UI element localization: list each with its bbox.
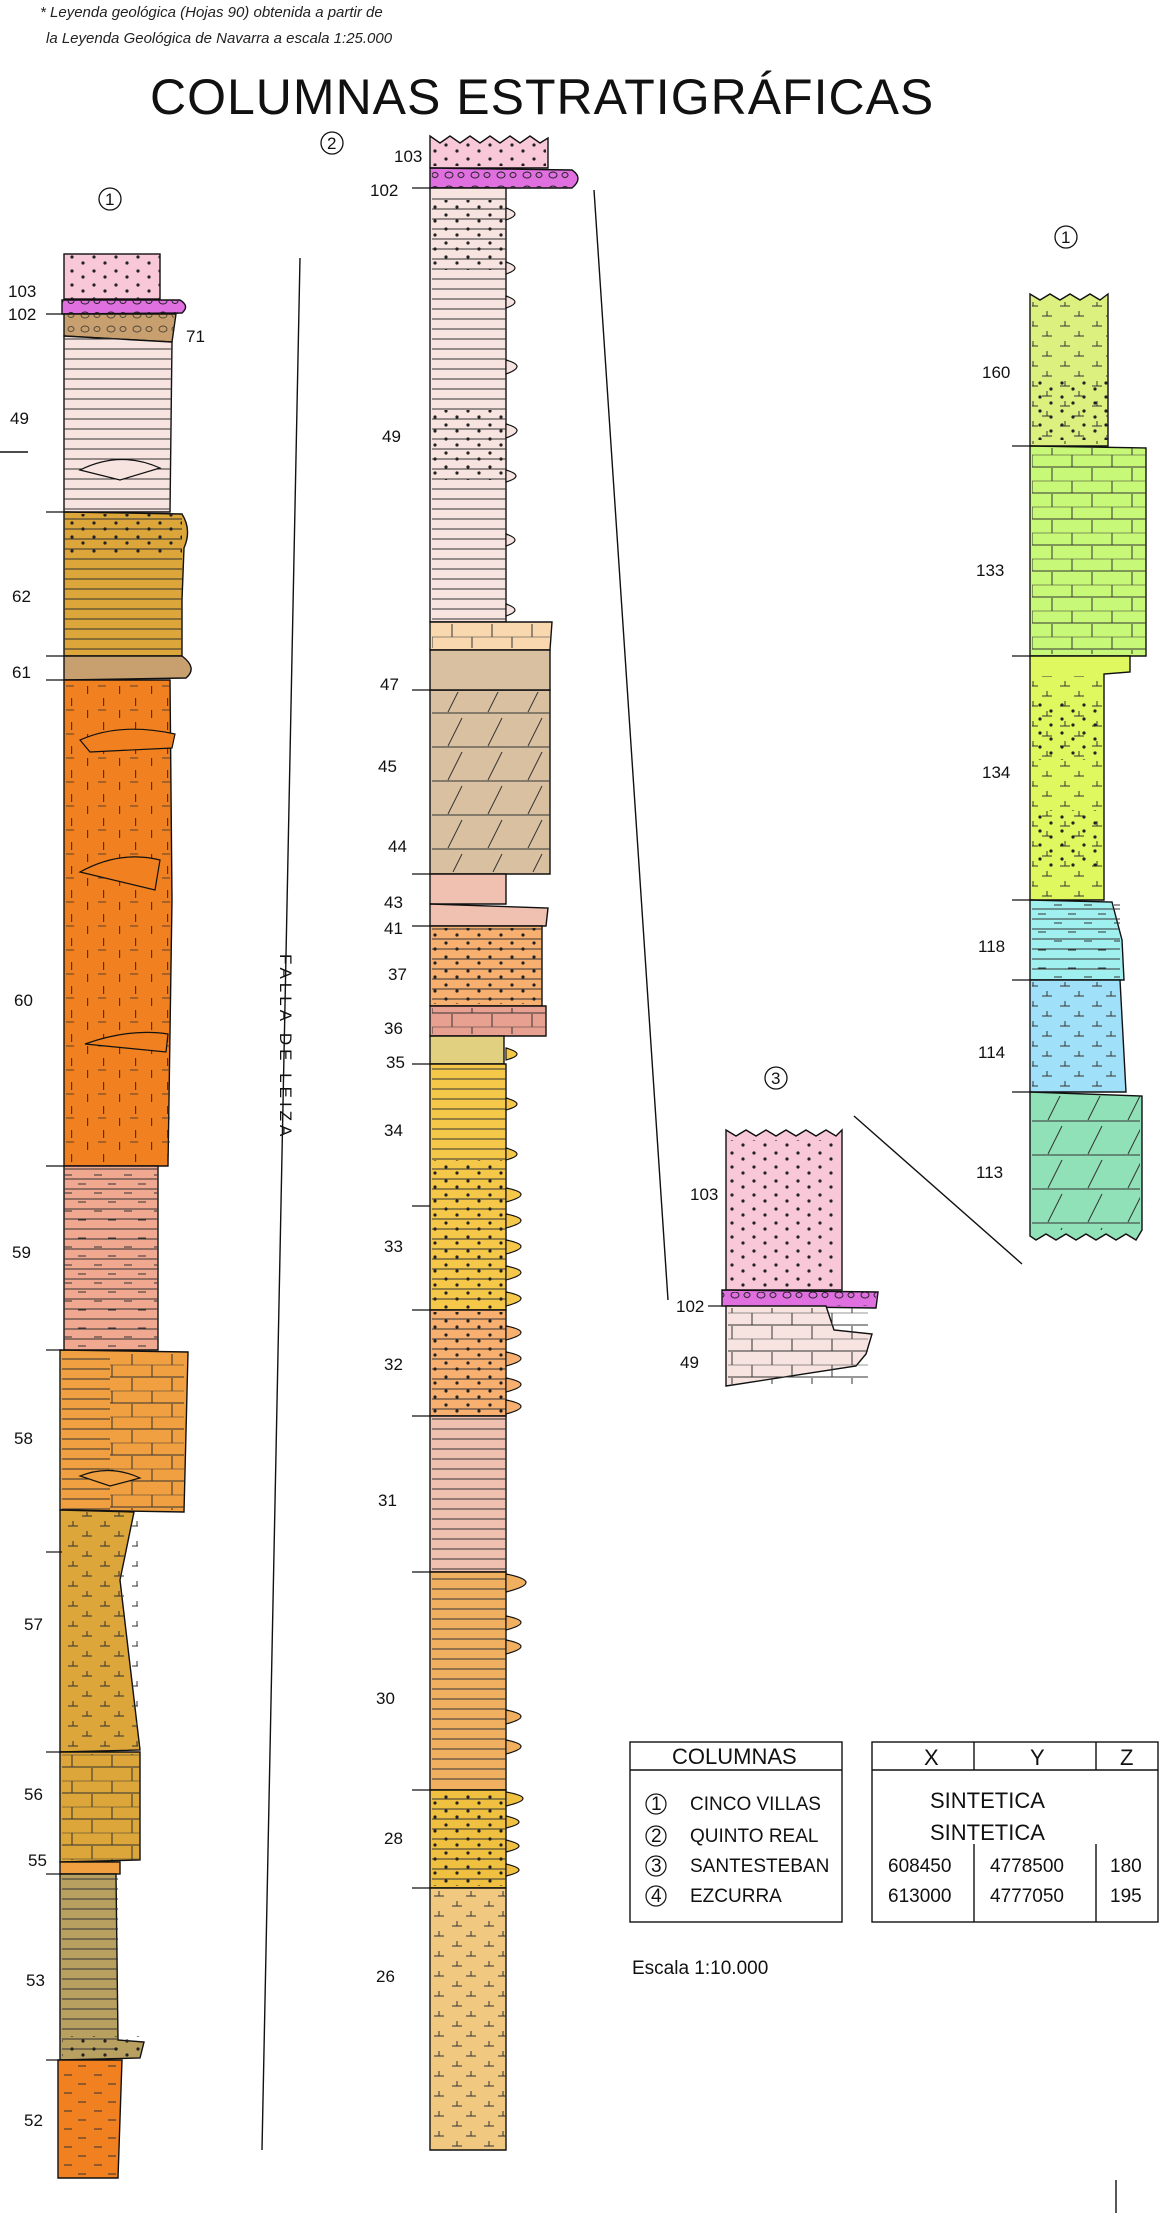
unit-label-49-c2: 49 xyxy=(382,427,401,446)
unit-label-43-c2: 43 xyxy=(384,893,403,912)
unit-label-47-c2: 47 xyxy=(380,675,399,694)
unit-label-103-c3: 103 xyxy=(690,1185,718,1204)
column-2-ledges-5 xyxy=(505,1791,524,1877)
unit-label-37-c2: 37 xyxy=(388,965,407,984)
unit-label-52-c1: 52 xyxy=(24,2111,43,2130)
unit-label-55-c1: 55 xyxy=(28,1851,47,1870)
legend-item-3: 3 SANTESTEBAN xyxy=(645,1855,829,1877)
unit-label-34-c2: 34 xyxy=(384,1121,403,1140)
correlation-lines xyxy=(0,189,1117,2213)
unit-label-31-c2: 31 xyxy=(378,1491,397,1510)
coordinates-table: X Y Z SINTETICA SINTETICA 608450 4778500… xyxy=(871,1741,1159,1923)
unit-label-53-c1: 53 xyxy=(26,1971,45,1990)
unit-label-36-c2: 36 xyxy=(384,1019,403,1038)
unit-label-28-c2: 28 xyxy=(384,1829,403,1848)
legend-item-4-num: 4 xyxy=(651,1886,662,1907)
column-1-right-marker-circle xyxy=(1054,225,1078,249)
column-2-marker: 2 xyxy=(327,134,336,153)
coords-row-1-x: SINTETICA xyxy=(930,1788,1045,1813)
legend-source-note-2: la Leyenda Geológica de Navarra a escala… xyxy=(46,30,393,47)
unit-label-133-r: 133 xyxy=(976,561,1004,580)
legend-item-4-name: EZCURRA xyxy=(690,1886,782,1907)
unit-label-41-c2: 41 xyxy=(384,919,403,938)
legend-item-2: 2 QUINTO REAL xyxy=(645,1825,818,1847)
column-2-ledges-3 xyxy=(505,1325,522,1415)
coords-header-z: Z xyxy=(1120,1745,1133,1770)
unit-label-26-c2: 26 xyxy=(376,1967,395,1986)
legend-item-1-num: 1 xyxy=(651,1794,662,1815)
unit-label-134-r: 134 xyxy=(982,763,1010,782)
coords-header-y: Y xyxy=(1030,1745,1045,1770)
legend-item-2-num: 2 xyxy=(651,1826,662,1847)
legend-item-3-num: 3 xyxy=(651,1856,662,1877)
legend-header: COLUMNAS xyxy=(672,1744,797,1769)
coords-row-4-z: 195 xyxy=(1110,1886,1142,1907)
column-2-ledges xyxy=(505,207,518,617)
unit-label-103-c2: 103 xyxy=(394,147,422,166)
legend-source-note: * Leyenda geológica (Hojas 90) obtenida … xyxy=(40,4,383,21)
unit-label-62-c1: 62 xyxy=(12,587,31,606)
column-1-marker-circle xyxy=(98,187,122,211)
legend-item-3-name: SANTESTEBAN xyxy=(690,1856,829,1877)
legend-columns: COLUMNAS 1 CINCO VILLAS 2 QUINTO REAL 3 … xyxy=(629,1741,843,1923)
unit-label-58-c1: 58 xyxy=(14,1429,33,1448)
coords-row-4-x: 613000 xyxy=(888,1886,951,1907)
unit-label-45-c2: 45 xyxy=(378,757,397,776)
column-2-marker-circle xyxy=(320,131,344,155)
unit-label-102-c1: 102 xyxy=(8,305,36,324)
column-3-marker-circle xyxy=(764,1066,788,1090)
scale-label: Escala 1:10.000 xyxy=(632,1958,769,1979)
column-1-marker: 1 xyxy=(105,190,114,209)
unit-label-102-c2: 102 xyxy=(370,181,398,200)
coords-row-4-y: 4777050 xyxy=(990,1886,1064,1907)
unit-label-118-r: 118 xyxy=(978,937,1005,956)
coords-row-3-y: 4778500 xyxy=(990,1856,1064,1877)
unit-label-49-c1: 49 xyxy=(10,409,29,428)
column-3-marker: 3 xyxy=(771,1069,780,1088)
page-title: COLUMNAS ESTRATIGRÁFICAS xyxy=(150,69,935,125)
legend-item-1-name: CINCO VILLAS xyxy=(690,1794,821,1815)
unit-label-35-c2: 35 xyxy=(386,1053,405,1072)
unit-label-30-c2: 30 xyxy=(376,1689,395,1708)
unit-label-59-c1: 59 xyxy=(12,1243,31,1262)
column-1-right: 1 xyxy=(1029,225,1147,1241)
unit-label-71-c1: 71 xyxy=(186,327,205,346)
unit-label-57-c1: 57 xyxy=(24,1615,43,1634)
column-2: 2 xyxy=(320,131,579,2151)
unit-label-56-c1: 56 xyxy=(24,1785,43,1804)
unit-label-113-r: 113 xyxy=(976,1163,1003,1182)
unit-label-160-r: 160 xyxy=(982,363,1010,382)
unit-labels: 103 102 71 49 62 61 60 59 58 57 56 55 53… xyxy=(8,147,1010,2130)
unit-label-102-c3: 102 xyxy=(676,1297,704,1316)
legend-item-2-name: QUINTO REAL xyxy=(690,1826,818,1847)
coords-header-x: X xyxy=(924,1745,939,1770)
unit-label-33-c2: 33 xyxy=(384,1237,403,1256)
coords-row-3-x: 608450 xyxy=(888,1856,951,1877)
column-2-ledges-4 xyxy=(505,1573,527,1755)
unit-label-103-c1: 103 xyxy=(8,282,36,301)
coords-row-2-x: SINTETICA xyxy=(930,1820,1045,1845)
column-2-ledges-2 xyxy=(505,1047,522,1307)
column-1-left: 1 xyxy=(57,187,192,2179)
boundary-ticks xyxy=(46,187,1030,2061)
fault-label: FALLA DE LEIZA xyxy=(276,954,295,1140)
coords-row-3-z: 180 xyxy=(1110,1856,1142,1877)
unit-label-44-c2: 44 xyxy=(388,837,407,856)
legend-item-1: 1 CINCO VILLAS xyxy=(645,1793,821,1815)
unit-label-32-c2: 32 xyxy=(384,1355,403,1374)
unit-label-49-c3: 49 xyxy=(680,1353,699,1372)
legend-item-4: 4 EZCURRA xyxy=(645,1885,782,1907)
unit-label-114-r: 114 xyxy=(978,1043,1005,1062)
column-3: 3 xyxy=(721,1066,879,1387)
unit-label-61-c1: 61 xyxy=(12,663,31,682)
column-1-right-marker: 1 xyxy=(1061,228,1070,247)
unit-label-60-c1: 60 xyxy=(14,991,33,1010)
